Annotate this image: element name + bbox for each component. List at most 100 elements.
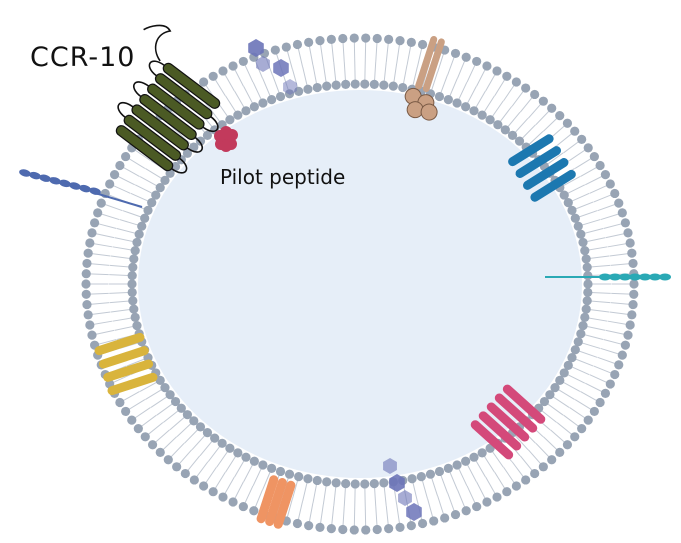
lipid-head (372, 524, 382, 535)
lipid-head (170, 161, 181, 172)
transmembrane-helix (162, 62, 221, 109)
lipid-head (550, 383, 560, 393)
lipid-head (267, 463, 277, 473)
lipid-head (559, 368, 569, 378)
lipid-head (450, 509, 461, 520)
lipid-head (492, 492, 502, 502)
lipid-head (202, 428, 213, 438)
transmembrane-helix (530, 169, 576, 202)
hexagon-sugar (273, 59, 289, 77)
lipid-head (521, 83, 531, 93)
transmembrane-helix (154, 73, 213, 120)
lipid-head (189, 142, 199, 152)
lipid-head (350, 479, 360, 489)
receptor-loop (171, 157, 188, 174)
lipid-head (555, 375, 565, 385)
hexagon-sugar (248, 39, 264, 57)
lipid-head (589, 151, 599, 162)
lipid-head (312, 82, 322, 93)
lipid-head (361, 33, 371, 43)
chain-segment (89, 187, 101, 195)
lipid-head (461, 506, 471, 516)
lipid-head (379, 478, 389, 488)
lipid-head (406, 37, 416, 47)
lipid-head (249, 102, 259, 112)
lipid-head (83, 310, 93, 320)
lipid-head (160, 175, 170, 185)
lipid-head (275, 466, 286, 477)
transmembrane-helix (486, 402, 530, 442)
lipid-head (129, 304, 139, 314)
lipid-head (140, 432, 150, 442)
lipid-head (284, 469, 295, 479)
lipid-head (115, 397, 125, 408)
lipid-head (581, 304, 591, 314)
chain-segment (79, 184, 91, 193)
lipid-head (130, 246, 140, 256)
lipid-head (303, 84, 313, 94)
lipid-head (312, 475, 322, 486)
lipid-head (623, 330, 633, 340)
transmembrane-helix (115, 125, 174, 172)
lipid-head (275, 91, 286, 102)
lipid-head (83, 248, 93, 258)
lipid-head (407, 474, 417, 484)
lipid-head (170, 396, 181, 407)
lipid-head (581, 254, 591, 264)
lipid-head (425, 469, 436, 479)
lipid-head (492, 66, 502, 76)
transmembrane-helix (94, 332, 145, 356)
lipid-head (559, 190, 569, 200)
lipid-head (477, 448, 487, 458)
lipid-head (625, 320, 635, 330)
receptor-loop (117, 101, 134, 118)
lipid-head (372, 33, 382, 44)
lipid-head (105, 179, 115, 189)
transmembrane-helix (103, 359, 154, 382)
lipid-head (128, 296, 138, 306)
lipid-head (452, 98, 462, 108)
glycan-top (248, 39, 297, 95)
glycan-bottom (383, 458, 422, 521)
lipid-head (202, 130, 213, 140)
lipid-head (580, 246, 590, 256)
lipid-head (81, 269, 91, 279)
receptor-loop (132, 81, 150, 98)
lipid-head (233, 110, 243, 120)
lipid-head (258, 98, 268, 108)
lipid-head (627, 310, 637, 320)
lipid-head (482, 497, 492, 507)
lipid-head (155, 375, 165, 385)
lipid-head (341, 79, 351, 89)
transmembrane-helix (256, 475, 279, 524)
receptor-loop (202, 116, 219, 133)
lipid-head (461, 102, 471, 112)
lipid-head (583, 271, 593, 281)
lipid-head (322, 81, 332, 91)
lipid-head (208, 487, 218, 497)
lipid-head (81, 279, 91, 289)
lipid-head (87, 330, 97, 340)
lipid-head (539, 396, 550, 407)
lipid-head (547, 455, 557, 465)
transmembrane-helix (107, 372, 158, 396)
lipid-head (538, 96, 548, 106)
transmembrane-helix (470, 420, 514, 460)
lipid-head (570, 213, 580, 223)
hexagon-sugar (283, 79, 297, 95)
lipid-head (443, 95, 453, 105)
transmembrane-helix (273, 480, 296, 529)
lipid-head (360, 79, 370, 89)
lipid-head (360, 479, 370, 489)
lipid-head (417, 518, 428, 529)
chain-segment (629, 273, 641, 281)
lipid-head (281, 42, 291, 52)
transmembrane-helix (139, 93, 197, 141)
lipid-head (395, 522, 405, 532)
lipid-head (176, 403, 186, 413)
lipid-head (109, 170, 120, 180)
lipid-head (417, 39, 428, 50)
lipid-head (82, 258, 92, 269)
lipid-head (180, 468, 190, 479)
hexagon-sugar (389, 474, 405, 492)
